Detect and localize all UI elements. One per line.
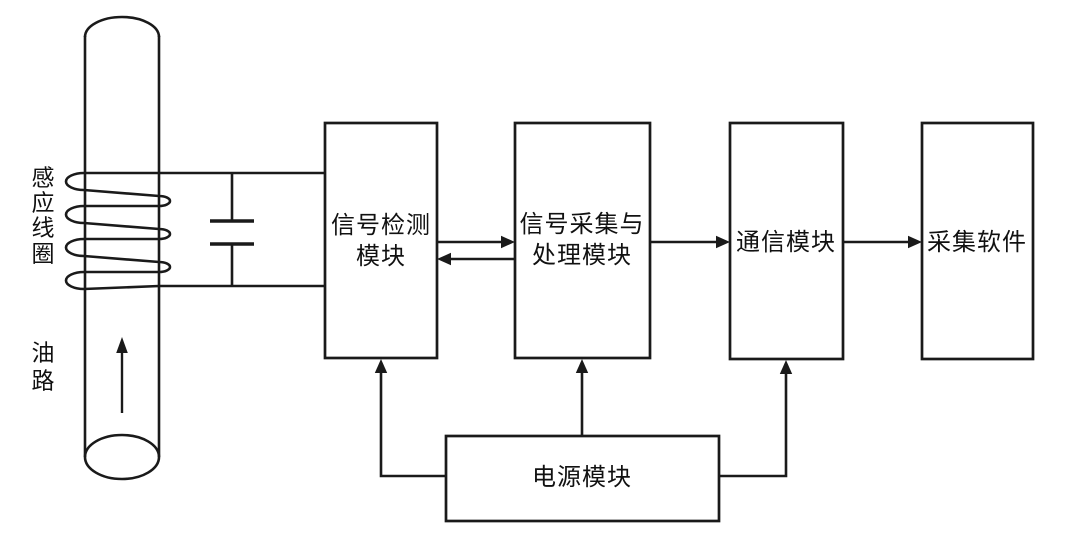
induction-coil-winding: [64, 171, 325, 291]
software-label: 采集软件: [927, 229, 1027, 256]
coil-label: 感 应 线 圈: [32, 166, 55, 267]
connector-communication-to-software: [843, 235, 922, 249]
arrow-up-icon: [374, 359, 388, 373]
power-to-communication-connector: [719, 360, 793, 478]
flow-arrow-head-icon: [116, 337, 128, 353]
signal-processing-label-line1: 信号采集与: [520, 211, 645, 238]
connector-shaft: [719, 373, 788, 478]
pipe-bottom-opening: [83, 433, 161, 481]
signal-detection-module-box: [323, 121, 439, 360]
arrow-right-icon: [908, 235, 922, 249]
pipe-top-cap: [83, 15, 161, 38]
communication-label: 通信模块: [736, 229, 836, 256]
connector-shaft: [379, 372, 446, 478]
signal-processing-module-box: [513, 121, 652, 360]
connector-processing-to-communication: [650, 235, 730, 249]
oil-label-char-1: 油: [32, 341, 55, 366]
connector-processing-to-detection: [437, 252, 515, 266]
coil-label-char-3: 线: [32, 216, 55, 241]
flow-direction-arrow: [116, 337, 128, 413]
arrow-right-icon: [716, 235, 730, 249]
power-to-processing-connector: [575, 359, 589, 436]
signal-detection-label-line1: 信号检测: [331, 212, 431, 239]
oil-pipe: [83, 15, 161, 481]
signal-processing-label-line2: 处理模块: [532, 242, 632, 269]
coil-label-char-1: 感: [32, 166, 55, 191]
software-module-box: [920, 121, 1035, 361]
arrow-up-icon: [575, 359, 589, 373]
arrow-right-icon: [501, 235, 515, 249]
oil-label-char-2: 路: [32, 369, 55, 394]
arrow-up-icon: [779, 360, 793, 374]
oil-path-label: 油 路: [32, 341, 55, 394]
coil-label-char-2: 应: [32, 191, 55, 216]
communication-module-box: [728, 121, 845, 361]
capacitor: [210, 173, 254, 286]
connector-detection-to-processing: [437, 235, 515, 249]
arrow-left-icon: [437, 252, 451, 266]
signal-detection-label-line2: 模块: [356, 243, 406, 270]
power-label: 电源模块: [532, 464, 632, 491]
coil-label-char-4: 圈: [32, 242, 55, 267]
power-to-detection-connector: [374, 359, 446, 478]
